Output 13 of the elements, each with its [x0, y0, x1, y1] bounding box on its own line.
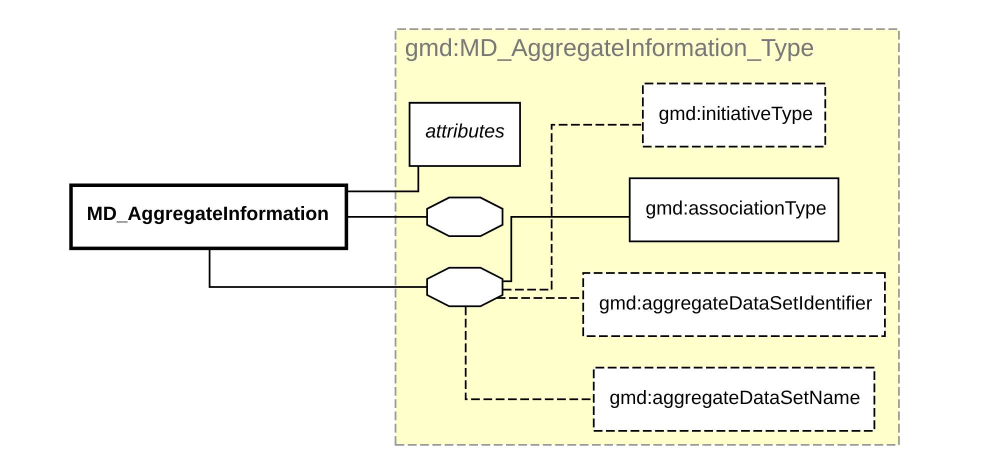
connector: [503, 216, 630, 282]
node-box: gmd:aggregateDataSetName: [592, 366, 876, 432]
connector: [208, 248, 427, 288]
node-octagon: [426, 266, 504, 308]
connector: [346, 166, 420, 192]
node-box: gmd:associationType: [628, 177, 840, 242]
node-octagon: [426, 196, 504, 237]
node-box: MD_AggregateInformation: [69, 184, 348, 250]
node-box: attributes: [408, 102, 521, 167]
node-box: gmd:aggregateDataSetIdentifier: [582, 272, 886, 337]
connector: [346, 216, 427, 218]
connector: [502, 124, 642, 290]
node-box: gmd:initiativeType: [642, 82, 826, 148]
